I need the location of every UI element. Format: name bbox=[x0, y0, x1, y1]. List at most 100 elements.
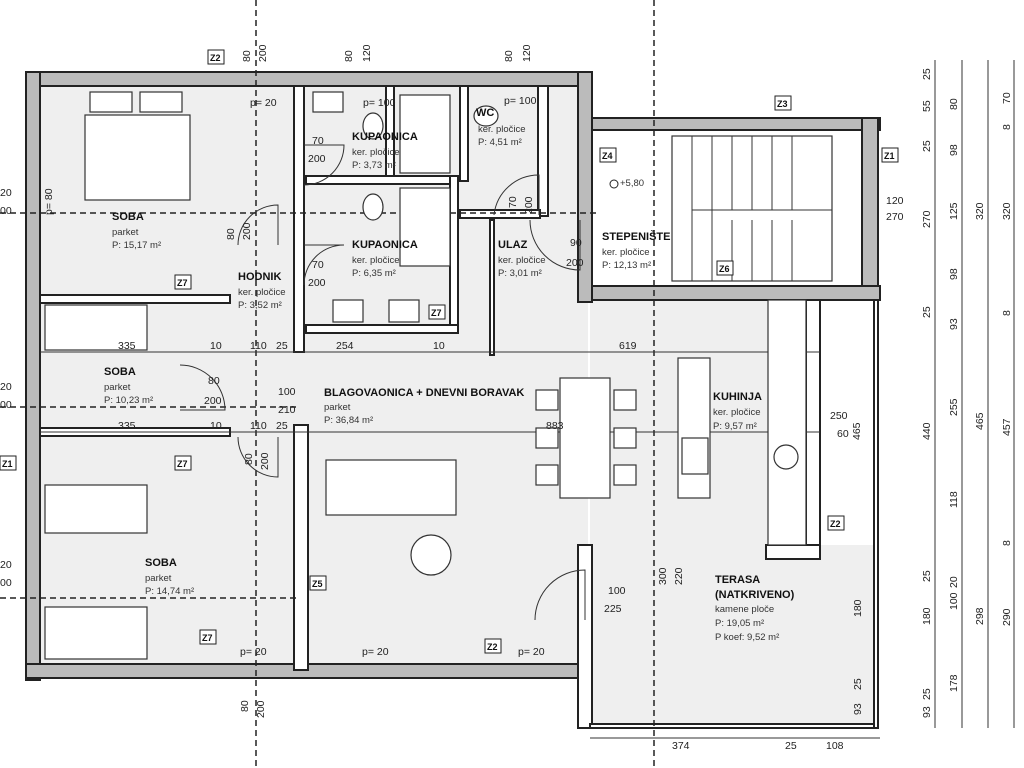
plan-label: KUPAONICA bbox=[352, 239, 418, 251]
plan-shape bbox=[449, 175, 459, 332]
plan-label: 200 bbox=[204, 395, 222, 407]
plan-label: 619 bbox=[619, 340, 637, 352]
plan-label: ULAZ bbox=[498, 239, 528, 251]
plan-label: 25 bbox=[921, 688, 933, 700]
plan-shape bbox=[39, 294, 231, 304]
plan-label: 270 bbox=[886, 211, 904, 223]
plan-label: P: 9,57 m² bbox=[713, 421, 757, 432]
plan-shape bbox=[0, 455, 17, 471]
plan-shape bbox=[303, 144, 345, 186]
zone-tag: Z7 bbox=[174, 455, 192, 471]
coffee-table bbox=[410, 534, 452, 576]
plan-label: 225 bbox=[604, 603, 622, 615]
plan-label: 8 bbox=[1001, 124, 1013, 130]
plan-label: P: 15,17 m² bbox=[112, 240, 161, 251]
plan-shape bbox=[613, 464, 637, 486]
plan-label: KUPAONICA bbox=[352, 131, 418, 143]
plan-shape bbox=[237, 204, 279, 246]
plan-label: 93 bbox=[852, 703, 864, 715]
plan-label: P: 12,13 m² bbox=[602, 260, 651, 271]
plan-label: 20 bbox=[0, 187, 12, 199]
plan-label: TERASA bbox=[715, 574, 760, 586]
zone-tag: Z7 bbox=[174, 274, 192, 290]
plan-label: 70 bbox=[507, 196, 519, 208]
plan-label: 110 bbox=[250, 420, 267, 432]
plan-label: 8 bbox=[1001, 540, 1013, 546]
plan-label: Z7 bbox=[431, 308, 442, 318]
plan-label: 25 bbox=[785, 740, 797, 752]
plan-label: ker. pločice bbox=[478, 124, 526, 135]
plan-label: Z4 bbox=[602, 151, 613, 161]
plan-label: P: 36,84 m² bbox=[324, 415, 373, 426]
plan-label: 180 bbox=[852, 599, 864, 617]
plan-shape bbox=[577, 285, 881, 301]
plan-label: 80 bbox=[948, 98, 960, 110]
plan-label: 200 bbox=[255, 700, 267, 718]
plan-label: KUHINJA bbox=[713, 391, 762, 403]
level-marker: +5,80 bbox=[609, 178, 644, 189]
plan-label: 80 bbox=[208, 375, 220, 387]
plan-label: P: 3,01 m² bbox=[498, 268, 542, 279]
right-dimension-chains: 25 55 25 270 25 440 25 180 93 25 80 98 1… bbox=[590, 60, 1015, 739]
plan-shape bbox=[773, 444, 799, 470]
plan-label: 200 bbox=[308, 153, 326, 165]
toilet bbox=[362, 193, 384, 221]
plan-shape bbox=[305, 324, 459, 334]
plan-shape bbox=[577, 117, 881, 131]
plan-label: 118 bbox=[948, 491, 960, 508]
plan-label: ker. pločice bbox=[713, 407, 761, 418]
zone-tag: Z7 bbox=[199, 629, 217, 645]
plan-label: 200 bbox=[523, 196, 535, 214]
plan-shape bbox=[25, 71, 591, 87]
plan-label: 255 bbox=[948, 398, 960, 416]
zone-tag: Z2 bbox=[484, 638, 502, 654]
zone-tag: Z1 bbox=[881, 147, 899, 163]
plan-shape bbox=[599, 147, 617, 163]
plan-label: 00 bbox=[0, 577, 12, 589]
zone-tag: Z2 bbox=[827, 515, 845, 531]
plan-shape bbox=[459, 85, 469, 182]
plan-label: 00 bbox=[0, 399, 12, 411]
plan-label: Z2 bbox=[487, 642, 498, 652]
plan-label: 25 bbox=[276, 340, 288, 352]
walls bbox=[25, 71, 881, 729]
plan-shape bbox=[237, 436, 279, 478]
plan-label: p= 20 bbox=[250, 97, 277, 109]
plan-label: 200 bbox=[257, 44, 269, 62]
room-kuhinja: KUHINJA ker. pločice P: 9,57 m² bbox=[713, 391, 762, 432]
plan-shape bbox=[589, 723, 879, 729]
zone-tag: Z7 bbox=[428, 304, 446, 320]
plan-label: (NATKRIVENO) bbox=[715, 589, 795, 601]
plan-label: p= 20 bbox=[362, 646, 389, 658]
plan-shape bbox=[827, 515, 845, 531]
plan-label: Z1 bbox=[2, 459, 13, 469]
plan-label: 80 bbox=[241, 50, 253, 62]
plan-label: 465 bbox=[974, 412, 986, 430]
plan-label: 457 bbox=[1001, 418, 1013, 436]
plan-label: 125 bbox=[948, 202, 960, 220]
plan-label: P: 4,51 m² bbox=[478, 137, 522, 148]
plan-label: 440 bbox=[921, 422, 933, 440]
plan-label: 178 bbox=[948, 674, 960, 692]
plan-label: Z7 bbox=[202, 633, 213, 643]
plan-shape bbox=[609, 179, 619, 189]
plan-label: 200 bbox=[566, 257, 584, 269]
plan-shape bbox=[881, 147, 899, 163]
plan-shape bbox=[293, 424, 309, 671]
plan-label: 120 bbox=[521, 44, 533, 62]
plan-shape bbox=[174, 274, 192, 290]
plan-shape bbox=[179, 364, 226, 411]
plan-label: 200 bbox=[308, 277, 326, 289]
plan-shape bbox=[805, 299, 821, 559]
plan-label: SOBA bbox=[104, 366, 136, 378]
single-bed bbox=[44, 484, 148, 534]
plan-label: 25 bbox=[921, 68, 933, 80]
plan-label: 180 bbox=[921, 607, 933, 625]
plan-shape bbox=[199, 629, 217, 645]
